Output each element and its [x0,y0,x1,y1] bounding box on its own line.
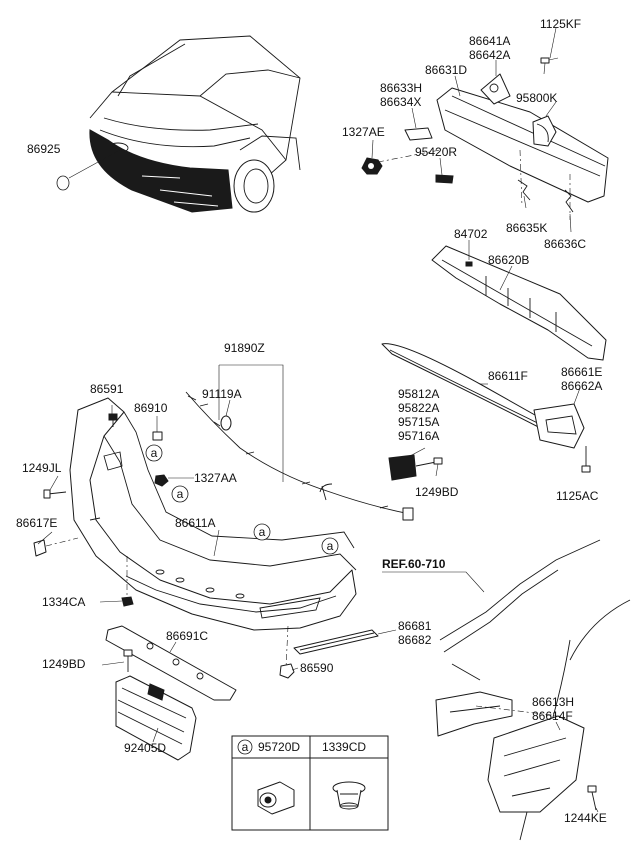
label-86591: 86591 [90,382,124,396]
legend-col2-part: 1339CD [322,740,366,754]
reference-note: REF.60-710 [382,557,485,593]
label-95822A: 95822A [398,401,439,415]
car-rear-illustration [56,35,301,213]
legend-marker-text: a [242,740,249,754]
legend-col1-part: 95720D [258,740,300,754]
label-95715A: 95715A [398,415,439,429]
callout-a-2 [171,485,189,503]
label-95420R: 95420R [415,145,457,159]
leader-lines [37,27,599,813]
legend-marker-circle [237,739,253,755]
label-86617E: 86617E [16,516,57,530]
label-86633H: 86633H [380,81,422,95]
label-1327AE: 1327AE [342,125,385,139]
grommet-icon [332,781,366,810]
label-95812A: 95812A [398,387,439,401]
callout-a-4 [321,537,339,555]
label-86636C: 86636C [544,237,586,251]
back-beam-assembly [361,57,609,220]
label-95716A: 95716A [398,429,439,443]
label-86681: 86681 [398,619,432,633]
label-86613H: 86613H [532,695,574,709]
label-1125AC: 1125AC [556,489,599,503]
label-86642A: 86642A [469,48,510,62]
fender-and-bracket [435,539,631,841]
callout-a-2-text: a [177,487,184,501]
label-86611A: 86611A [175,516,215,530]
label-95800K: 95800K [516,91,557,105]
lower-parts [105,556,379,761]
label-1249JL: 1249JL [22,461,62,475]
parking-module [388,454,443,481]
label-86634X: 86634X [380,95,421,109]
label-1249BD-lower: 1249BD [42,657,86,671]
parking-sensor-icon [257,781,295,815]
label-86641A: 86641A [469,34,510,48]
label-86910: 86910 [134,401,168,415]
label-91119A: 91119A [202,387,242,401]
callout-a-3 [253,523,271,541]
label-1244KE: 1244KE [564,811,607,825]
callout-a-4-text: a [327,539,334,553]
rear-bumper-cover [69,397,357,631]
label-86662A: 86662A [561,379,602,393]
label-86682: 86682 [398,633,432,647]
bumper-absorber [431,240,607,361]
label-1334CA: 1334CA [42,595,85,609]
label-1125KF: 1125KF [540,17,581,31]
label-92405D: 92405D [124,741,166,755]
label-84702: 84702 [454,227,488,241]
label-86620B: 86620B [488,253,529,267]
legend-table: a 95720D 1339CD [231,735,389,831]
bolt-1125AC [581,446,591,473]
rear-reflector [533,387,585,449]
label-86614F: 86614F [532,709,573,723]
label-86661E: 86661E [561,365,602,379]
sensor-callouts: a a a a [145,444,339,555]
label-86611F: 86611F [488,369,528,383]
label-1249BD-upper: 1249BD [415,485,459,499]
callout-a-1 [145,444,163,462]
callout-a-1-text: a [151,446,158,460]
reference-label: REF.60-710 [382,557,446,571]
label-86635K: 86635K [506,221,547,235]
callout-a-3-text: a [259,525,266,539]
label-86590: 86590 [300,661,334,675]
label-86925: 86925 [27,142,61,156]
label-86631D: 86631D [425,63,467,77]
wiring-harness [185,364,414,521]
label-1327AA: 1327AA [194,471,237,485]
label-91890Z: 91890Z [224,341,265,355]
part-labels: 86925 1125KF 86641A 86642A 86631D 86633H… [16,17,607,825]
label-86691C: 86691C [166,629,208,643]
bumper-hardware [33,413,169,557]
